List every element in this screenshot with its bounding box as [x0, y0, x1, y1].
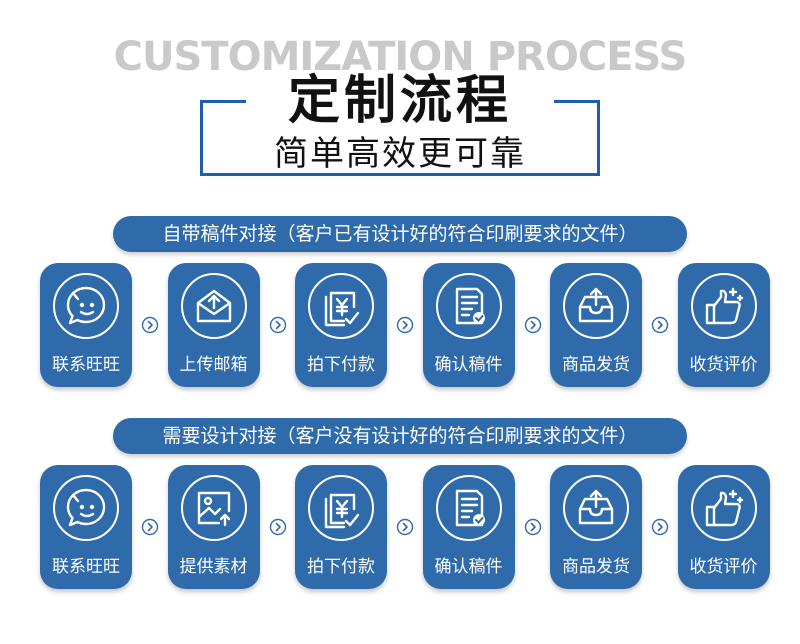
page-title: 定制流程	[0, 58, 800, 133]
wangwang-chat-icon	[53, 475, 119, 541]
step-label: 商品发货	[562, 355, 630, 375]
thumbs-up-icon	[690, 475, 757, 541]
image-upload-icon	[180, 475, 247, 541]
step-card-image-upload: 提供素材	[167, 465, 260, 589]
step-card-wangwang-chat: 联系旺旺	[40, 465, 132, 589]
title-frame	[200, 100, 600, 176]
flow-banner-own-files: 自带稿件对接（客户已有设计好的符合印刷要求的文件）	[113, 216, 687, 252]
step-label: 确认稿件	[434, 557, 503, 577]
step-card-yen-payment: 拍下付款	[295, 263, 387, 387]
step-card-thumbs-up: 收货评价	[677, 465, 770, 589]
chevron-right-icon	[524, 316, 542, 334]
yen-payment-icon	[308, 273, 374, 339]
chevron-right-icon	[396, 518, 414, 536]
upload-mail-icon	[180, 273, 247, 339]
step-card-document-check: 确认稿件	[422, 465, 515, 589]
step-card-upload-mail: 上传邮箱	[167, 263, 260, 387]
document-check-icon	[435, 475, 502, 541]
step-card-package-ship: 商品发货	[550, 465, 642, 589]
step-label: 收货评价	[689, 557, 758, 577]
step-label: 商品发货	[562, 557, 630, 577]
step-card-document-check: 确认稿件	[422, 263, 515, 387]
step-label: 确认稿件	[434, 355, 503, 375]
step-card-wangwang-chat: 联系旺旺	[40, 263, 132, 387]
page-title-text: 定制流程	[277, 71, 522, 131]
chevron-right-icon	[651, 518, 669, 536]
package-ship-icon	[563, 475, 629, 541]
chevron-right-icon	[396, 316, 414, 334]
step-label: 收货评价	[689, 355, 758, 375]
chevron-right-icon	[141, 316, 159, 334]
yen-payment-icon	[308, 475, 374, 541]
document-check-icon	[435, 273, 502, 339]
step-card-package-ship: 商品发货	[550, 263, 642, 387]
step-label: 上传邮箱	[179, 355, 248, 375]
package-ship-icon	[563, 273, 629, 339]
chevron-right-icon	[269, 316, 287, 334]
step-label: 联系旺旺	[52, 355, 120, 375]
step-card-yen-payment: 拍下付款	[295, 465, 387, 589]
step-label: 拍下付款	[307, 355, 375, 375]
chevron-right-icon	[141, 518, 159, 536]
step-label: 拍下付款	[307, 557, 375, 577]
page-subtitle: 简单高效更可靠	[274, 134, 526, 174]
step-label: 提供素材	[179, 557, 248, 577]
step-label: 联系旺旺	[52, 557, 120, 577]
thumbs-up-icon	[690, 273, 757, 339]
chevron-right-icon	[651, 316, 669, 334]
wangwang-chat-icon	[53, 273, 119, 339]
chevron-right-icon	[524, 518, 542, 536]
step-card-thumbs-up: 收货评价	[677, 263, 770, 387]
flow-banner-need-design: 需要设计对接（客户没有设计好的符合印刷要求的文件）	[113, 418, 687, 454]
chevron-right-icon	[269, 518, 287, 536]
